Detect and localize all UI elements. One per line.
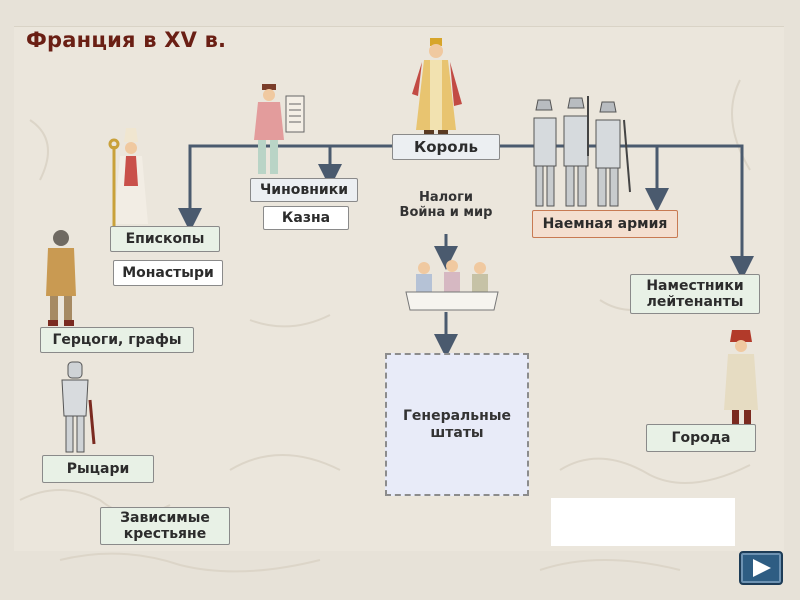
king-figure	[412, 38, 462, 136]
bishop-figure	[108, 128, 148, 228]
soldiers-figure	[533, 96, 631, 207]
mercenary-army-box: Наемная армия	[532, 210, 678, 238]
taxes-label: Налоги Война и мир	[399, 190, 493, 220]
arrow-to-bishops	[178, 144, 392, 232]
treasury-box: Казна	[263, 206, 349, 230]
official-figure	[254, 84, 305, 174]
king-box: Король	[392, 134, 500, 160]
officials-box: Чиновники	[250, 178, 358, 202]
dependent-peasants-box: Зависимые крестьяне	[100, 507, 230, 545]
governors-box: Наместники лейтенанты	[630, 274, 760, 314]
assembly-figure	[405, 260, 499, 311]
bishops-box: Епископы	[110, 226, 220, 252]
knight-figure	[61, 361, 96, 453]
dukes-counts-box: Герцоги, графы	[40, 327, 194, 353]
duke-figure	[46, 230, 76, 326]
next-slide-button[interactable]	[739, 551, 783, 585]
estates-general-box: Генеральные штаты	[385, 353, 529, 496]
play-triangle-icon	[753, 559, 771, 577]
blank-placeholder	[551, 498, 735, 546]
monasteries-box: Монастыри	[113, 260, 223, 286]
knights-box: Рыцари	[42, 455, 154, 483]
cities-box: Города	[646, 424, 756, 452]
townsman-figure	[724, 330, 758, 424]
slide-title: Франция в XV в.	[26, 28, 227, 52]
